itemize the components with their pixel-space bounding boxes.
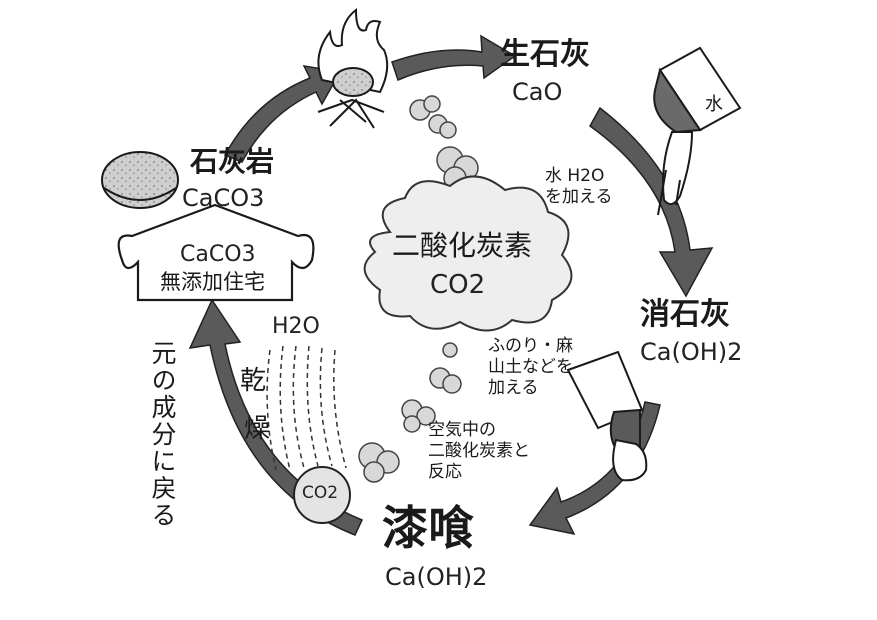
co2-bubble [293, 466, 351, 524]
arrow-to-fire [223, 65, 342, 163]
house-formula: CaCO3 [180, 242, 256, 267]
campfire-icon [317, 7, 389, 129]
dry-label-1: 乾 [240, 366, 267, 396]
limestone-rock-icon [101, 151, 179, 209]
dry-label-2: 燥 [244, 414, 271, 444]
air-reaction-note: 空気中の 二酸化炭素と 反応 [428, 420, 530, 482]
quicklime-formula: CaO [512, 78, 563, 106]
slaked-lime-formula: Ca(OH)2 [640, 338, 743, 366]
arrow-to-quicklime [391, 34, 517, 82]
drying-lines [266, 345, 347, 471]
add-additives-note: ふのり・麻 山土などを 加える [488, 336, 573, 398]
co2-bubble-label: CO2 [302, 483, 339, 503]
add-water-note: 水 H2O を加える [545, 166, 613, 207]
limestone-formula: CaCO3 [182, 184, 265, 212]
h2o-label: H2O [272, 314, 320, 339]
return-note: 元の成分に戻る [148, 340, 177, 529]
quicklime-name: 生石灰 [500, 37, 590, 72]
bucket-water-label: 水 [705, 94, 723, 115]
water-bucket-icon [653, 46, 742, 216]
cloud-formula: CO2 [430, 270, 486, 300]
limestone-name: 石灰岩 [190, 145, 275, 178]
house-caption: 無添加住宅 [160, 270, 265, 294]
house-icon [117, 203, 315, 302]
plaster-name: 漆喰 [382, 501, 474, 555]
plaster-formula: Ca(OH)2 [385, 563, 488, 591]
cloud-name: 二酸化炭素 [392, 229, 533, 262]
arrow-to-slaked-lime [589, 106, 714, 298]
slaked-lime-name: 消石灰 [640, 297, 730, 332]
smoke-puffs [358, 95, 479, 483]
plaster-bucket-icon [566, 350, 648, 482]
co2-cloud [363, 175, 573, 332]
